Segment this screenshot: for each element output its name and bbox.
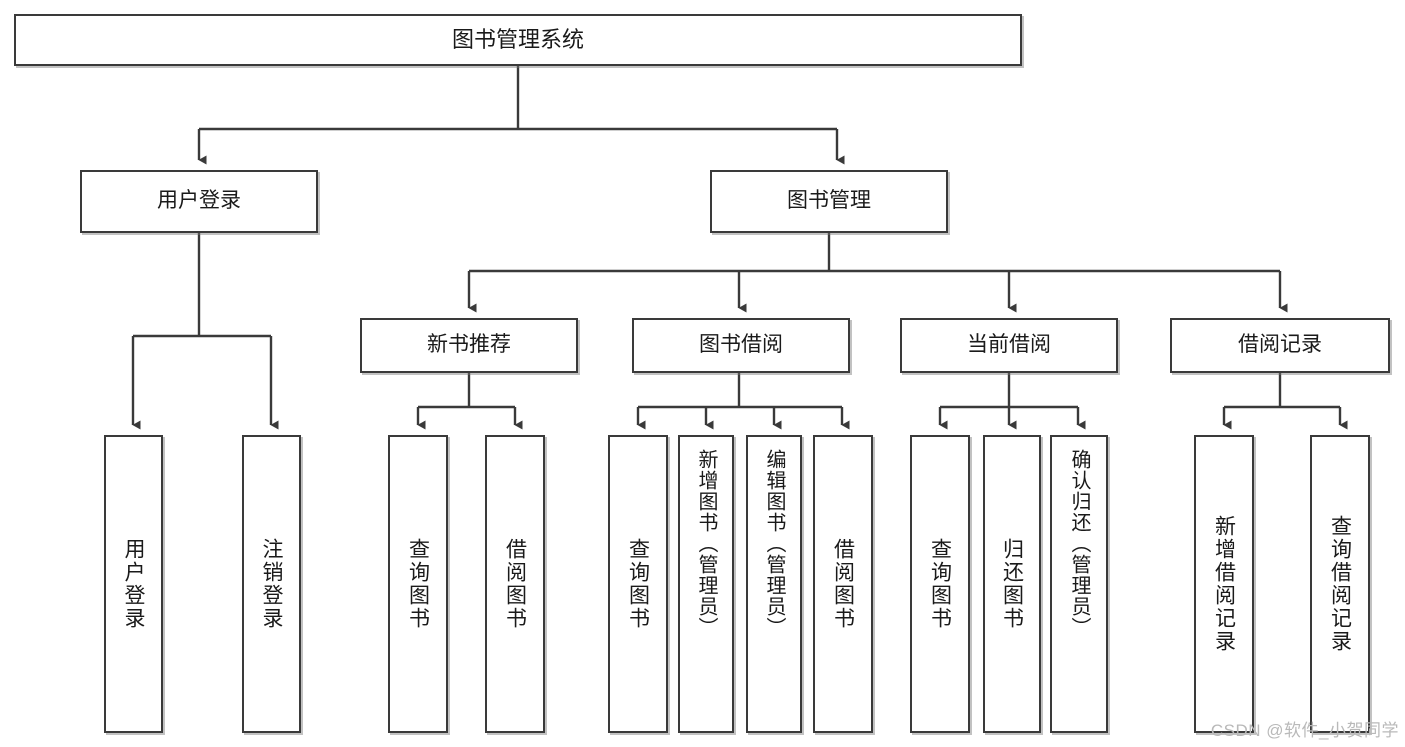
- node-borrow-record-label: 借阅记录: [1238, 333, 1322, 357]
- leaf-user-login-label: 用户登录: [122, 538, 146, 630]
- leaf-recommend-query-book[interactable]: 查询图书: [388, 435, 448, 733]
- node-root-system-label: 图书管理系统: [451, 27, 584, 53]
- leaf-user-logout-label: 注销登录: [260, 538, 284, 630]
- leaf-record-add-record-label: 新增借阅记录: [1212, 515, 1236, 653]
- node-book-management-label: 图书管理: [787, 189, 871, 213]
- node-user-login-label: 用户登录: [157, 189, 241, 213]
- leaf-recommend-borrow-book-label: 借阅图书: [503, 538, 527, 630]
- leaf-borrow-edit-book-admin[interactable]: 编辑图书（管理员）: [746, 435, 802, 733]
- leaf-borrow-add-book-admin-label: 新增图书（管理员）: [695, 449, 717, 638]
- leaf-record-add-record[interactable]: 新增借阅记录: [1194, 435, 1254, 733]
- leaf-user-logout[interactable]: 注销登录: [242, 435, 301, 733]
- leaf-record-query-record-label: 查询借阅记录: [1328, 515, 1352, 653]
- node-root-system[interactable]: 图书管理系统: [14, 14, 1022, 66]
- node-borrow-record[interactable]: 借阅记录: [1170, 318, 1390, 373]
- node-new-book-recommend-label: 新书推荐: [427, 333, 511, 357]
- node-book-management[interactable]: 图书管理: [710, 170, 948, 233]
- leaf-borrow-query-book-label: 查询图书: [626, 538, 650, 630]
- leaf-current-return-book-label: 归还图书: [1000, 538, 1024, 630]
- leaf-user-login[interactable]: 用户登录: [104, 435, 163, 733]
- leaf-current-query-book-label: 查询图书: [928, 538, 952, 630]
- leaf-current-return-book[interactable]: 归还图书: [983, 435, 1041, 733]
- node-book-borrow-label: 图书借阅: [699, 333, 783, 357]
- watermark-text: CSDN @软件_小贺同学: [1210, 721, 1399, 740]
- node-current-borrow[interactable]: 当前借阅: [900, 318, 1118, 373]
- node-new-book-recommend[interactable]: 新书推荐: [360, 318, 578, 373]
- leaf-borrow-borrow-book-label: 借阅图书: [831, 538, 855, 630]
- leaf-borrow-edit-book-admin-label: 编辑图书（管理员）: [763, 449, 785, 638]
- leaf-recommend-query-book-label: 查询图书: [406, 538, 430, 630]
- leaf-record-query-record[interactable]: 查询借阅记录: [1310, 435, 1370, 733]
- node-user-login[interactable]: 用户登录: [80, 170, 318, 233]
- node-current-borrow-label: 当前借阅: [967, 333, 1051, 357]
- leaf-current-confirm-return-admin[interactable]: 确认归还（管理员）: [1050, 435, 1108, 733]
- leaf-borrow-borrow-book[interactable]: 借阅图书: [813, 435, 873, 733]
- leaf-current-query-book[interactable]: 查询图书: [910, 435, 970, 733]
- leaf-current-confirm-return-admin-label: 确认归还（管理员）: [1068, 449, 1090, 638]
- node-book-borrow[interactable]: 图书借阅: [632, 318, 850, 373]
- leaf-borrow-query-book[interactable]: 查询图书: [608, 435, 668, 733]
- leaf-recommend-borrow-book[interactable]: 借阅图书: [485, 435, 545, 733]
- leaf-borrow-add-book-admin[interactable]: 新增图书（管理员）: [678, 435, 734, 733]
